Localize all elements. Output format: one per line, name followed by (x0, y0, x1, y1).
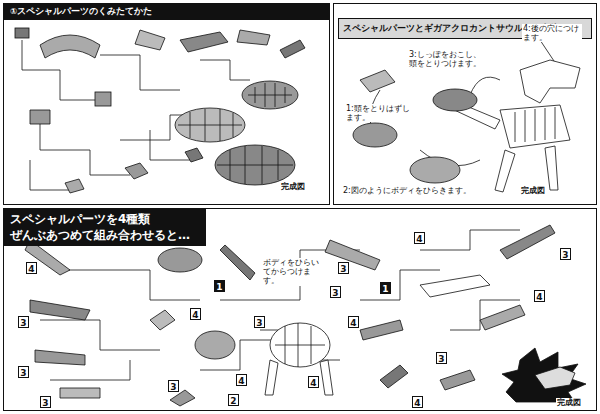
panel-box: ①スペシャルパーツのくみたてかた (3, 3, 330, 205)
callout-number: 3 (560, 248, 571, 260)
complete-label: 完成図 (556, 398, 582, 407)
panel-heading: スペシャルパーツを4種類 ぜんぶあつめて組み合わせると… (4, 209, 206, 246)
callout-number: 4 (348, 316, 359, 328)
complete-label: 完成図 (280, 182, 306, 191)
callout-number: 4 (414, 232, 425, 244)
panel-heading: ①スペシャルパーツのくみたてかた (4, 4, 329, 20)
callout-number: 3 (436, 352, 447, 364)
callout-number: 3 (330, 286, 341, 298)
callout-number: 4 (308, 376, 319, 388)
callout-number: 2 (228, 394, 239, 406)
step-note: 4:後の穴につけます。 (522, 24, 582, 42)
step-note: 1:頭をとりはずします。 (345, 104, 417, 122)
callout-number: 3 (338, 262, 349, 274)
callout-number: 3 (40, 396, 51, 408)
callout-number: 3 (168, 380, 179, 392)
step-note: 2:図のようにボディをひらきます。 (342, 186, 472, 195)
callout-number: 3 (18, 316, 29, 328)
callout-number: 1 (214, 280, 225, 292)
callout-number: 1 (380, 282, 391, 294)
callout-number: 4 (412, 396, 423, 408)
callout-number: 4 (26, 262, 37, 274)
complete-label: 完成図 (520, 186, 546, 195)
callout-number: 3 (254, 316, 265, 328)
step-note: ボディをひらいてからつけます。 (262, 258, 326, 286)
panel-box: スペシャルパーツを4種類 ぜんぶあつめて組み合わせると… (3, 208, 597, 411)
step-note: 3:しっぽをおこし、頭をとりつけます。 (408, 50, 488, 68)
callout-number: 4 (534, 290, 545, 302)
callout-number: 4 (190, 308, 201, 320)
callout-number: 3 (18, 366, 29, 378)
callout-number: 4 (236, 374, 247, 386)
